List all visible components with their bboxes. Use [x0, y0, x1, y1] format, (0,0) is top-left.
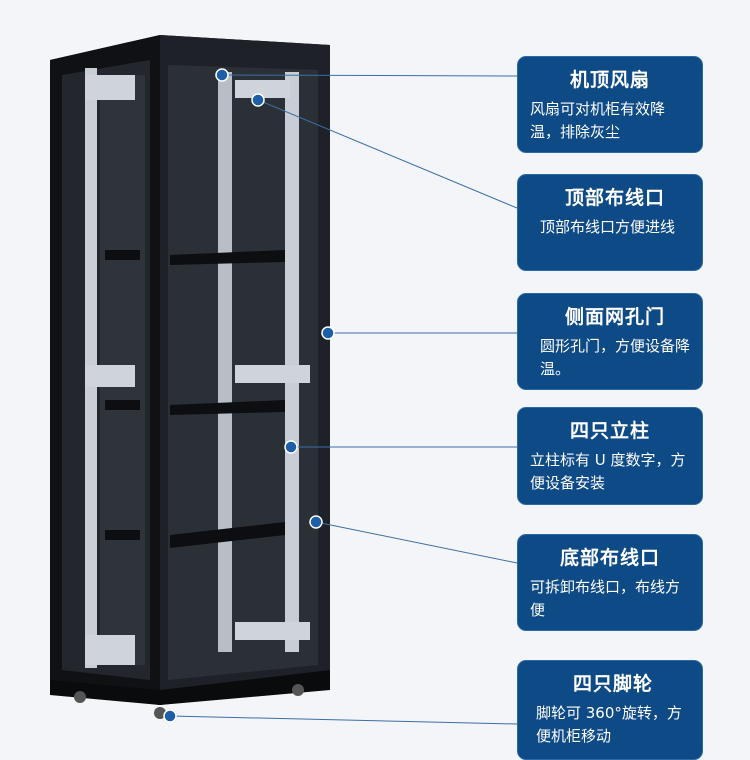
- callout-bottom-cable-entry: 底部布线口 可拆卸布线口，布线方便: [517, 534, 703, 631]
- callout-desc: 圆形孔门，方便设备降温。: [540, 337, 691, 378]
- leader-lines: [169, 74, 518, 725]
- callout-top-fan: 机顶风扇 风扇可对机柜有效降温，排除灰尘: [517, 56, 703, 153]
- callout-title: 机顶风扇: [569, 69, 650, 91]
- callout-title: 底部布线口: [559, 547, 660, 569]
- callout-desc: 顶部布线口方便进线: [540, 218, 676, 236]
- callout-top-cable-entry: 顶部布线口 顶部布线口方便进线: [517, 174, 703, 271]
- callout-four-posts: 四只立柱 立柱标有 U 度数字，方便设备安装: [517, 407, 703, 505]
- callout-desc: 风扇可对机柜有效降温，排除灰尘: [530, 100, 666, 141]
- callout-desc: 立柱标有 U 度数字，方便设备安装: [530, 451, 686, 492]
- callout-desc: 可拆卸布线口，布线方便: [530, 578, 681, 619]
- callout-side-mesh-door: 侧面网孔门 圆形孔门，方便设备降温。: [517, 293, 703, 390]
- caster: [74, 691, 86, 703]
- callout-desc: 脚轮可 360°旋转，方便机柜移动: [536, 704, 682, 745]
- callout-title: 顶部布线口: [564, 187, 665, 209]
- callout-four-casters: 四只脚轮 脚轮可 360°旋转，方便机柜移动: [517, 660, 703, 760]
- shelf: [170, 250, 285, 265]
- marker-dots: [163, 68, 335, 723]
- callout-title: 四只立柱: [569, 420, 650, 442]
- callout-title: 四只脚轮: [572, 673, 653, 695]
- callout-title: 侧面网孔门: [564, 306, 665, 328]
